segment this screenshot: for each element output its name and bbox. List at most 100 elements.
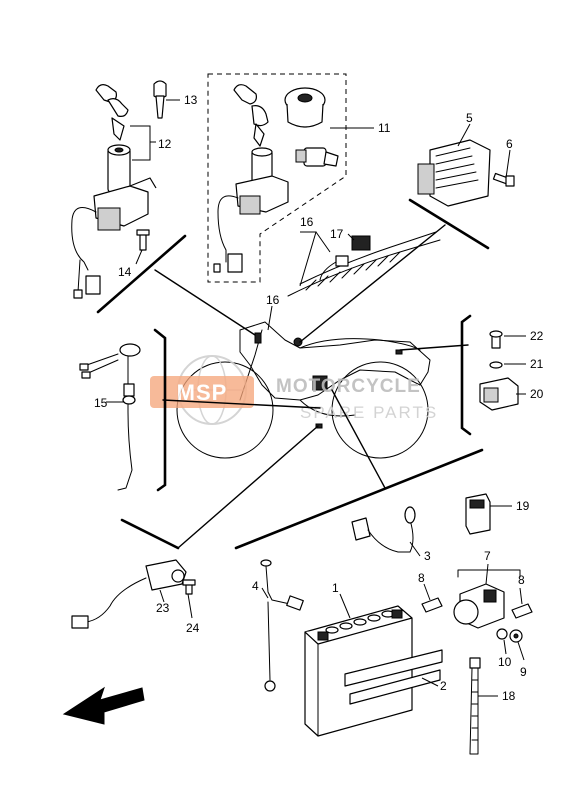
switch-body-icon [93, 144, 157, 231]
switch-cable [117, 355, 133, 491]
battery-assembly [304, 605, 443, 737]
switch-leads [83, 353, 119, 375]
watermark-line2: SPARE PARTS [300, 403, 438, 422]
link-sensor [177, 425, 319, 549]
harness-point-c [254, 332, 262, 344]
callout-8b: 8 [518, 573, 525, 587]
lead-wire [367, 519, 414, 553]
bracket-8-8 [457, 569, 521, 578]
link-rectifier [299, 224, 446, 343]
cable-tie-18 [469, 657, 481, 755]
harness-point-b [312, 375, 328, 391]
bracket-rectifier [408, 198, 490, 250]
front-wheel [176, 361, 274, 459]
harness-inset [287, 231, 441, 297]
bolt-6-icon [492, 172, 515, 187]
earth-lead-4 [260, 559, 304, 692]
rectifier-assembly [417, 139, 515, 207]
front-direction-arrow-icon [62, 686, 145, 725]
battery-caps [317, 609, 403, 641]
callout-5: 5 [466, 111, 473, 125]
bracket-relay [460, 314, 472, 436]
callout-9: 9 [520, 665, 527, 679]
battery-band-2-icon [344, 649, 443, 687]
watermark-line1: MOTORCYCLE [276, 376, 421, 397]
kit-switch-body-icon [235, 147, 289, 215]
harness-point-e [315, 423, 323, 429]
panel-brackets [96, 198, 490, 550]
callout-24: 24 [186, 621, 200, 635]
connector-lines [154, 224, 469, 549]
watermark: MSP MOTORCYCLE SPARE PARTS [150, 355, 438, 425]
connector-17-icon [351, 235, 371, 251]
callout-11: 11 [378, 121, 391, 135]
kit-switch-wire [217, 195, 239, 263]
leader-lines [106, 99, 526, 697]
callout-labels: 12 13 14 11 16 17 16 5 6 15 22 21 20 19 … [94, 93, 544, 703]
link-battery [331, 389, 386, 489]
battery-lead-3 [351, 506, 416, 553]
cap-8-left-icon [421, 597, 443, 613]
sensor-plug-icon [71, 615, 89, 629]
earth-terminal-icon [286, 595, 304, 611]
callout-16b: 16 [266, 293, 280, 307]
handlebar-switch-assembly [79, 343, 141, 491]
callout-22: 22 [530, 329, 544, 343]
link-switch [162, 399, 321, 409]
callout-3: 3 [424, 549, 431, 563]
callout-18: 18 [502, 689, 516, 703]
screw-24-icon [182, 579, 196, 595]
harness-point-a [293, 337, 303, 347]
callout-12: 12 [158, 137, 172, 151]
callout-16a: 16 [300, 215, 314, 229]
callout-8a: 8 [418, 571, 425, 585]
bracket-switch [153, 328, 167, 492]
earth-wire-lower [267, 601, 271, 681]
callout-17: 17 [330, 227, 344, 241]
relay-assembly [479, 330, 519, 411]
callout-15: 15 [94, 396, 108, 410]
callout-13: 13 [184, 93, 198, 107]
callout-7: 7 [484, 549, 491, 563]
rectifier-icon [429, 139, 491, 207]
washer-21-icon [489, 361, 503, 369]
switch-head-icon [119, 343, 141, 357]
starter-relay-assembly [421, 569, 533, 643]
ignition-kit-11 [213, 84, 339, 273]
switch-wire [71, 207, 97, 271]
harness-outer-line [287, 239, 441, 297]
ignition-switch-assembly [71, 80, 167, 299]
key-13-icon [153, 80, 167, 119]
key-icon [95, 84, 129, 141]
earth-wire-upper [265, 565, 291, 605]
callout-10: 10 [498, 655, 512, 669]
sensor-cable [85, 577, 147, 623]
harness-point-d [395, 349, 403, 355]
callout-6: 6 [506, 137, 513, 151]
cable-tie-head-icon [469, 657, 481, 669]
callout-21: 21 [530, 357, 544, 371]
kit-connector-icon [227, 253, 243, 273]
callout-19: 19 [516, 499, 530, 513]
switch-connector-icon [85, 275, 101, 295]
bracket-sensor [120, 518, 180, 550]
rear-wheel [331, 361, 429, 459]
cap-8-right-icon [511, 603, 533, 619]
kit-11-outline [207, 73, 347, 283]
part-19-block [465, 493, 491, 535]
callout-20: 20 [530, 387, 544, 401]
seat-line [299, 338, 421, 351]
callout-1: 1 [332, 581, 339, 595]
callout-23: 23 [156, 601, 170, 615]
link-ignition [154, 269, 256, 336]
seat-lock-icon [295, 147, 339, 167]
lead-terminal-icon [351, 517, 371, 541]
callout-14: 14 [118, 265, 132, 279]
screw-14-icon [136, 229, 150, 251]
harness-plug-icon [335, 255, 349, 267]
link-relay [399, 344, 469, 351]
bracket-battery [234, 448, 484, 550]
callout-2: 2 [440, 679, 447, 693]
